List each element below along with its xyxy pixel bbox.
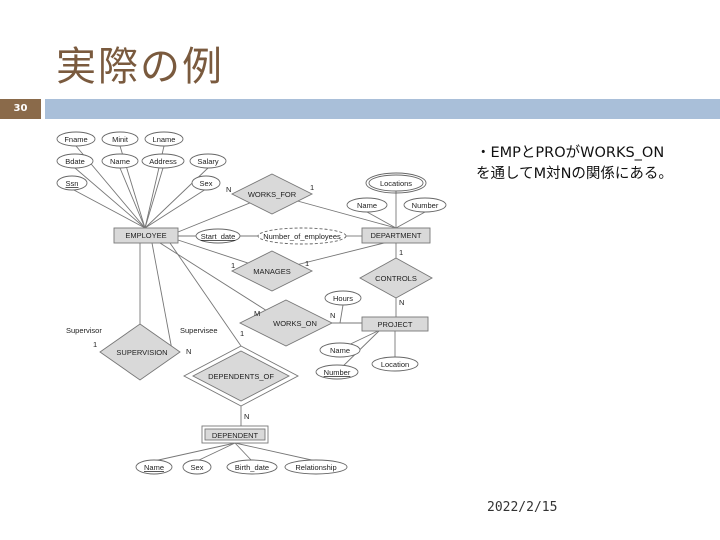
- card-wf-dept: 1: [310, 183, 314, 192]
- label-minit: Minit: [112, 135, 129, 144]
- rel-manages: [230, 250, 314, 292]
- card-mg-emp: 1: [231, 261, 235, 270]
- label-lname: Lname: [153, 135, 176, 144]
- attr-salary: [189, 153, 227, 169]
- label-proj-name: Name: [330, 346, 350, 355]
- attr-proj-name: [319, 342, 361, 358]
- entity-dependent: [204, 428, 266, 441]
- attr-lname: [144, 131, 184, 147]
- header-accent-bar: [45, 99, 720, 119]
- attr-ssn: [56, 175, 88, 191]
- attr-dep-sex: [182, 459, 212, 475]
- label-dep-name: Name: [144, 463, 164, 472]
- attr-minit: [101, 131, 139, 147]
- label-sex: Sex: [200, 179, 213, 188]
- attr-sex: [191, 175, 221, 191]
- label-proj-location: Location: [381, 360, 409, 369]
- rel-works-on: [238, 299, 334, 347]
- entity-employee: [113, 227, 179, 244]
- attr-proj-location: [371, 356, 419, 372]
- label-start-date: Start_date: [201, 232, 236, 241]
- label-rel-manages: MANAGES: [253, 267, 291, 276]
- attr-relationship: [284, 459, 348, 475]
- attr-dep-name: [135, 459, 173, 475]
- card-ct-proj: N: [399, 298, 404, 307]
- label-number-of-employees: Number_of_employees: [263, 232, 341, 241]
- label-locations: Locations: [380, 179, 412, 188]
- slide-number-bar: [0, 99, 41, 119]
- role-supervisee: Supervisee: [180, 326, 218, 335]
- label-entity-dependent: DEPENDENT: [212, 431, 259, 440]
- label-dept-name: Name: [357, 201, 377, 210]
- attr-number-of-employees: [257, 227, 347, 245]
- card-wf-emp: N: [226, 185, 231, 194]
- card-ct-dept: 1: [399, 248, 403, 257]
- label-entity-employee: EMPLOYEE: [125, 231, 166, 240]
- card-sup-supervisee: N: [186, 347, 191, 356]
- label-bdate: Bdate: [65, 157, 85, 166]
- label-name: Name: [110, 157, 130, 166]
- note-line-2: を通してM対Nの関係にある。: [476, 166, 673, 182]
- label-birth-date: Birth_date: [235, 463, 269, 472]
- attr-locations-ring: [365, 172, 427, 194]
- attr-locations: [368, 174, 424, 192]
- label-dep-sex: Sex: [191, 463, 204, 472]
- card-mg-dept: 1: [305, 259, 309, 268]
- attr-bdate: [56, 153, 94, 169]
- label-entity-project: PROJECT: [377, 320, 412, 329]
- rel-supervision: [99, 323, 181, 381]
- label-rel-dependents-of: DEPENDENTS_OF: [208, 372, 274, 381]
- card-wo-proj: N: [330, 311, 335, 320]
- label-dept-number: Number: [412, 201, 439, 210]
- attr-birth-date: [226, 459, 278, 475]
- rel-controls: [359, 257, 433, 299]
- attr-dept-number: [403, 197, 447, 213]
- attr-address: [141, 153, 185, 169]
- connector-lines: [71, 145, 426, 462]
- attr-hours: [324, 290, 362, 306]
- entity-department: [361, 227, 431, 244]
- role-supervisor: Supervisor: [66, 326, 102, 335]
- label-hours: Hours: [333, 294, 353, 303]
- label-rel-works-on: WORKS_ON: [273, 319, 317, 328]
- attr-fname: [56, 131, 96, 147]
- label-rel-works-for: WORKS_FOR: [248, 190, 297, 199]
- slide-number: 30: [13, 103, 28, 114]
- label-ssn: Ssn: [66, 179, 79, 188]
- attr-proj-number: [315, 364, 359, 380]
- note-line-1: ・EMPとPROがWORKS_ON: [476, 145, 665, 161]
- rel-works-for: [230, 173, 314, 215]
- rel-dependents-of: [192, 350, 290, 402]
- slide-date: 2022/2/15: [487, 500, 558, 515]
- card-wo-emp: M: [254, 309, 260, 318]
- label-proj-number: Number: [324, 368, 351, 377]
- slide-title: 実際の例: [56, 44, 224, 90]
- attr-dept-name: [346, 197, 388, 213]
- label-rel-supervision: SUPERVISION: [116, 348, 167, 357]
- card-do-dep: N: [244, 412, 249, 421]
- attr-start-date: [195, 228, 241, 244]
- entity-project: [361, 316, 429, 332]
- explanation-note: ・EMPとPROがWORKS_ON を通してM対Nの関係にある。: [476, 143, 673, 185]
- card-sup-supervisor: 1: [93, 340, 97, 349]
- label-entity-department: DEPARTMENT: [371, 231, 422, 240]
- label-salary: Salary: [197, 157, 219, 166]
- attr-name: [101, 153, 139, 169]
- label-fname: Fname: [64, 135, 87, 144]
- card-do-emp: 1: [240, 329, 244, 338]
- label-rel-controls: CONTROLS: [375, 274, 417, 283]
- label-relationship: Relationship: [295, 463, 336, 472]
- label-address: Address: [149, 157, 177, 166]
